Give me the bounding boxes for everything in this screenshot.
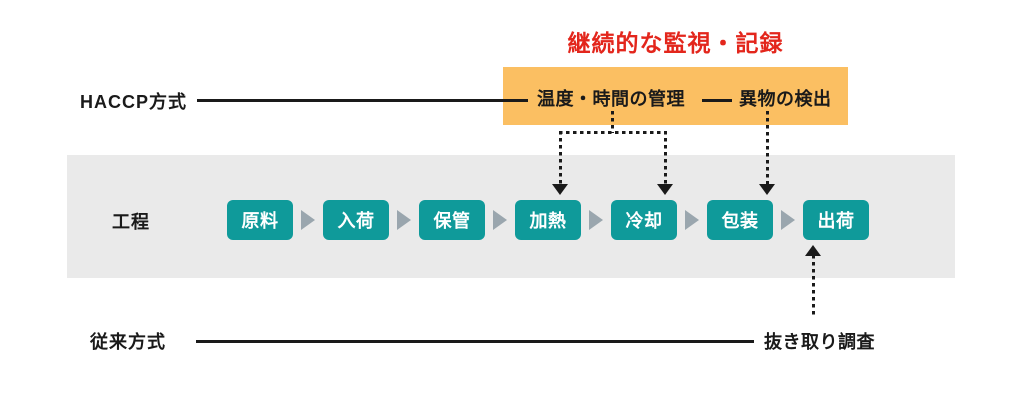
connector-drop-cooling [664,131,667,185]
connector-stem-temperature [611,111,614,133]
step-box: 出荷 [803,200,869,240]
haccp-rule [197,99,528,102]
arrowhead-sampling-inspection [805,245,821,256]
chevron-right-icon [485,200,515,240]
step-box: 原料 [227,200,293,240]
connector-drop-packaging [766,111,769,185]
chevron-right-icon [677,200,707,240]
banner-item-foreign-matter: 異物の検出 [739,89,832,109]
banner-item-temperature-time: 温度・時間の管理 [537,89,685,109]
legacy-rule [196,340,754,343]
connector-branch-temperature [559,131,667,134]
step-box: 入荷 [323,200,389,240]
arrowhead-cooling [657,184,673,195]
chevron-right-icon [389,200,419,240]
connector-drop-heating [559,131,562,185]
row-label-haccp: HACCP方式 [80,92,188,112]
chevron-right-icon [581,200,611,240]
arrowhead-heating [552,184,568,195]
chevron-right-icon [773,200,803,240]
row-label-legacy: 従来方式 [90,332,166,352]
banner-separator-dash [702,99,732,102]
chevron-right-icon [293,200,323,240]
arrowhead-packaging [759,184,775,195]
monitoring-banner [503,67,848,125]
step-box: 冷却 [611,200,677,240]
page-title: 継続的な監視・記録 [567,30,784,56]
process-step-chain: 原料 入荷 保管 加熱 冷却 包装 出荷 [227,200,869,240]
row-label-process: 工程 [112,212,150,232]
legacy-endpoint-label: 抜き取り調査 [764,332,875,352]
step-box: 保管 [419,200,485,240]
step-box: 加熱 [515,200,581,240]
step-box: 包装 [707,200,773,240]
connector-sampling-inspection [812,255,815,318]
